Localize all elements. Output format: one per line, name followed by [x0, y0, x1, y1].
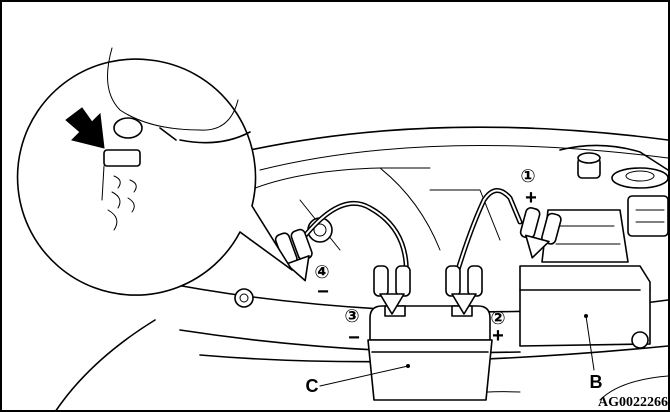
step-3-sign: −	[348, 327, 360, 349]
step-2-sign: +	[492, 325, 504, 347]
step-4-number: ④	[314, 262, 329, 282]
step-1-sign: +	[525, 187, 537, 209]
figure-code: AG0022266	[598, 395, 668, 410]
booster-battery-label: C	[306, 376, 319, 396]
step-1-number: ①	[520, 166, 535, 186]
detail-callout	[18, 48, 292, 295]
jumper-cables	[300, 190, 520, 280]
vehicle-battery-label: B	[590, 372, 603, 392]
booster-battery	[368, 306, 492, 400]
step-3-number: ③	[344, 306, 359, 326]
step-4-sign: −	[317, 281, 329, 303]
